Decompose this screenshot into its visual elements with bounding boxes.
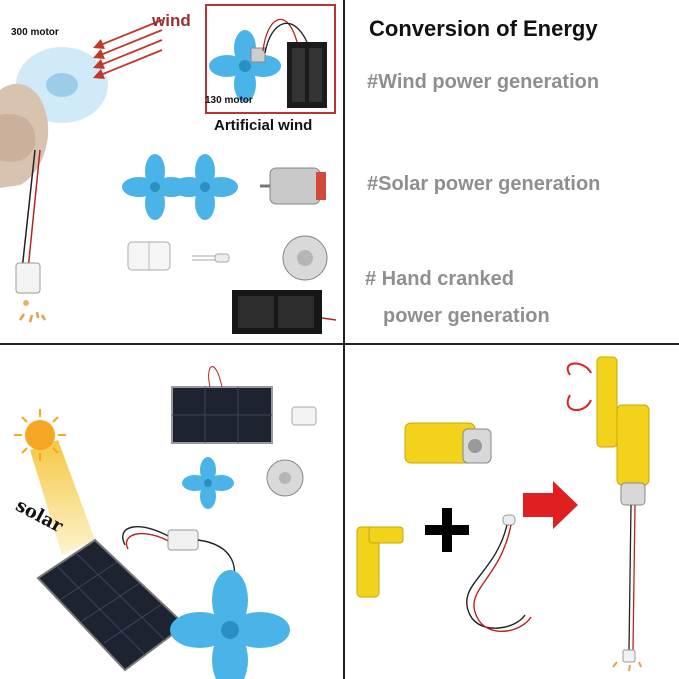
label-130-motor: 130 motor xyxy=(205,95,253,106)
hand-crank-illustration xyxy=(356,356,650,672)
page-title: Conversion of Energy xyxy=(369,16,598,41)
energy-conversion-text-panel: Conversion of Energy #Wind power generat… xyxy=(343,0,679,345)
fan-battery-illustration xyxy=(209,18,327,108)
item-wind-power: #Wind power generation xyxy=(367,71,600,93)
item-solar-power: #Solar power generation xyxy=(367,173,601,195)
kit-parts-illustration xyxy=(122,154,337,334)
solar-power-panel: solar xyxy=(0,343,345,679)
sun-icon xyxy=(14,409,66,461)
solar-illustration xyxy=(14,366,317,679)
artificial-wind-inset: 130 motor xyxy=(205,4,336,114)
hand-fan-illustration xyxy=(0,47,108,323)
wind-arrows xyxy=(92,19,163,79)
item-hand-cranked-line1: # Hand cranked xyxy=(365,268,514,290)
label-wind: wind xyxy=(152,11,191,30)
hand-crank-panel xyxy=(343,343,679,679)
label-artificial-wind: Artificial wind xyxy=(214,117,313,134)
label-300-motor: 300 motor xyxy=(11,27,59,38)
wind-power-panel: 300 motor wind 130 motor Artificial xyxy=(0,0,345,345)
item-hand-cranked-line2: power generation xyxy=(383,305,550,327)
